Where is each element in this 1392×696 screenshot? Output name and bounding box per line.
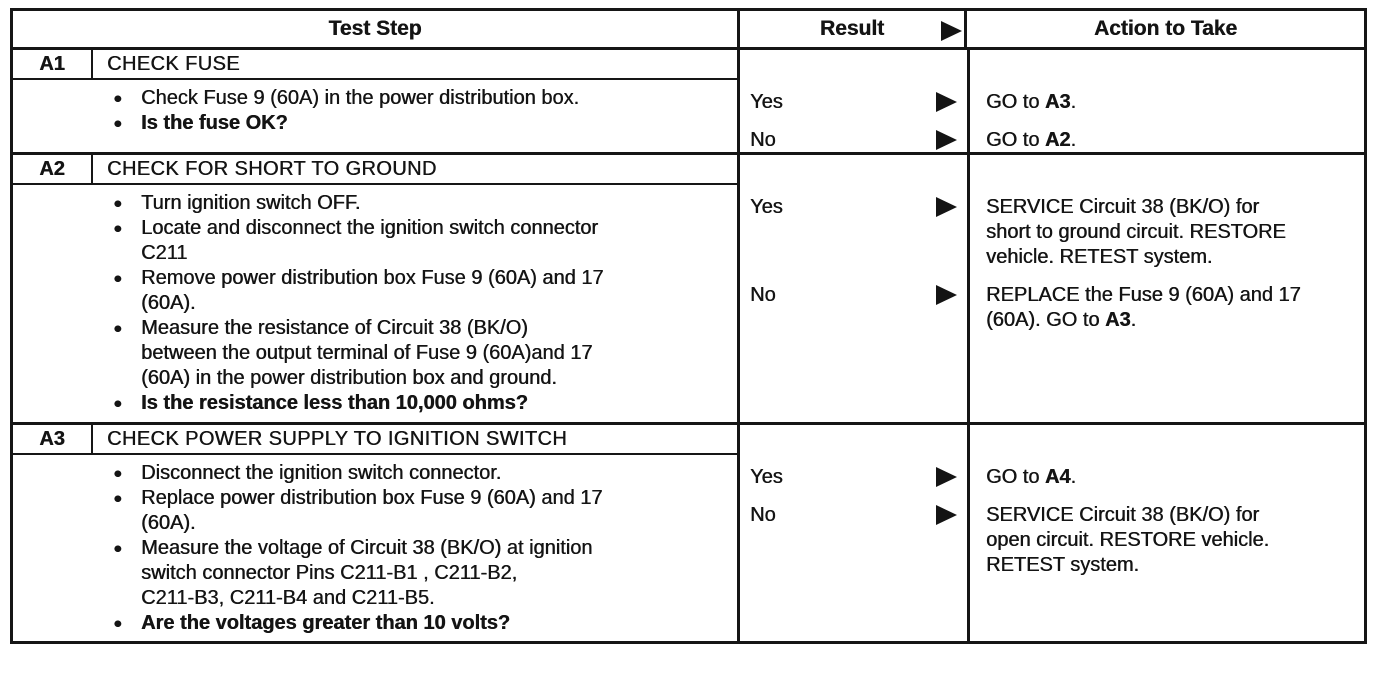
instruction-bullet: Check Fuse 9 (60A) in the power distribu… — [112, 86, 725, 111]
action-text-segment: GO to — [986, 466, 1045, 488]
result-action-region: Yes GO to A4. No SERVICE Circuit 38 (BK/… — [740, 425, 1364, 641]
result-row-no: No — [740, 283, 970, 333]
column-header-action: Action to Take — [1093, 17, 1238, 40]
result-arrow-icon — [941, 21, 962, 41]
action-text-segment: . — [1130, 309, 1137, 331]
test-step-cell: A1 CHECK FUSE Check Fuse 9 (60A) in the … — [13, 50, 740, 152]
instruction-bullet: Disconnect the ignition switch connector… — [112, 461, 725, 486]
result-arrow-icon — [936, 285, 957, 305]
column-header-result: Result — [740, 11, 967, 47]
result-row-no: No — [740, 503, 970, 578]
pinpoint-test-table: Test Step Result Action to Take A1 CHECK… — [10, 8, 1367, 644]
test-step-block-a3: A3 CHECK POWER SUPPLY TO IGNITION SWITCH… — [13, 425, 1364, 641]
action-text-segment: GO to — [986, 91, 1045, 113]
instruction-question-bullet: Are the voltages greater than 10 volts? — [112, 611, 725, 636]
result-label: No — [750, 284, 776, 306]
result-row-yes: Yes — [740, 465, 970, 490]
column-divider — [967, 155, 970, 422]
action-text-segment: GO to — [986, 129, 1045, 151]
step-title-row: A1 CHECK FUSE — [13, 50, 737, 80]
step-reference: A4 — [1044, 466, 1071, 488]
test-step-cell: A2 CHECK FOR SHORT TO GROUND Turn igniti… — [13, 155, 740, 422]
column-header-result-label: Result — [819, 17, 885, 40]
result-row-yes: Yes — [740, 90, 970, 115]
result-arrow-icon — [936, 467, 957, 487]
test-step-cell: A3 CHECK POWER SUPPLY TO IGNITION SWITCH… — [13, 425, 740, 641]
instruction-bullet: Measure the voltage of Circuit 38 (BK/O)… — [112, 536, 725, 611]
column-divider — [967, 50, 970, 152]
result-label: No — [750, 129, 776, 151]
instruction-question-bullet: Is the fuse OK? — [112, 111, 725, 136]
result-arrow-icon — [936, 197, 957, 217]
table-header-row: Test Step Result Action to Take — [13, 11, 1364, 50]
action-text-segment: . — [1070, 91, 1077, 113]
result-arrow-icon — [936, 505, 957, 525]
action-text: GO to A2. — [970, 128, 1364, 153]
instruction-bullet: Replace power distribution box Fuse 9 (6… — [112, 486, 725, 536]
instruction-bullet: Remove power distribution box Fuse 9 (60… — [112, 266, 725, 316]
step-reference: A3 — [1104, 309, 1131, 331]
step-reference: A2 — [1044, 129, 1071, 151]
action-text: GO to A3. — [970, 90, 1364, 115]
step-title-row: A2 CHECK FOR SHORT TO GROUND — [13, 155, 737, 185]
step-title: CHECK POWER SUPPLY TO IGNITION SWITCH — [107, 427, 568, 450]
result-row-no: No — [740, 128, 970, 153]
instruction-list: Disconnect the ignition switch connector… — [13, 455, 737, 636]
test-step-block-a1: A1 CHECK FUSE Check Fuse 9 (60A) in the … — [13, 50, 1364, 155]
instruction-bullet: Locate and disconnect the ignition switc… — [112, 216, 725, 266]
step-id: A1 — [13, 50, 93, 78]
action-text: SERVICE Circuit 38 (BK/O) for short to g… — [970, 195, 1364, 270]
result-label: No — [750, 504, 776, 526]
instruction-question-bullet: Is the resistance less than 10,000 ohms? — [112, 391, 725, 416]
step-title: CHECK FOR SHORT TO GROUND — [107, 157, 437, 180]
action-text: GO to A4. — [970, 465, 1364, 490]
step-reference: A3 — [1044, 91, 1071, 113]
step-title: CHECK FUSE — [107, 52, 240, 75]
step-id: A2 — [13, 155, 93, 183]
step-title-row: A3 CHECK POWER SUPPLY TO IGNITION SWITCH — [13, 425, 737, 455]
result-arrow-icon — [936, 130, 957, 150]
action-text: REPLACE the Fuse 9 (60A) and 17 (60A). G… — [970, 283, 1364, 333]
column-divider — [967, 425, 970, 641]
instruction-bullet: Turn ignition switch OFF. — [112, 191, 725, 216]
action-text-segment: . — [1070, 129, 1077, 151]
instruction-list: Check Fuse 9 (60A) in the power distribu… — [13, 80, 737, 136]
result-label: Yes — [750, 196, 783, 218]
action-text-segment: REPLACE the Fuse 9 (60A) and 17 (60A). G… — [986, 284, 1301, 331]
result-label: Yes — [750, 91, 783, 113]
test-step-block-a2: A2 CHECK FOR SHORT TO GROUND Turn igniti… — [13, 155, 1364, 425]
result-action-region: Yes GO to A3. No GO to A2. — [740, 50, 1364, 152]
result-label: Yes — [750, 466, 783, 488]
instruction-bullet: Measure the resistance of Circuit 38 (BK… — [112, 316, 725, 391]
action-text-segment: . — [1070, 466, 1077, 488]
action-text-segment: SERVICE Circuit 38 (BK/O) for short to g… — [986, 196, 1286, 268]
action-text: SERVICE Circuit 38 (BK/O) for open circu… — [970, 503, 1364, 578]
action-text-segment: SERVICE Circuit 38 (BK/O) for open circu… — [986, 504, 1270, 576]
column-header-test-step: Test Step — [13, 11, 740, 47]
step-id: A3 — [13, 425, 93, 453]
result-row-yes: Yes — [740, 195, 970, 270]
result-action-region: Yes SERVICE Circuit 38 (BK/O) for short … — [740, 155, 1364, 422]
instruction-list: Turn ignition switch OFF. Locate and dis… — [13, 185, 737, 416]
result-arrow-icon — [936, 92, 957, 112]
